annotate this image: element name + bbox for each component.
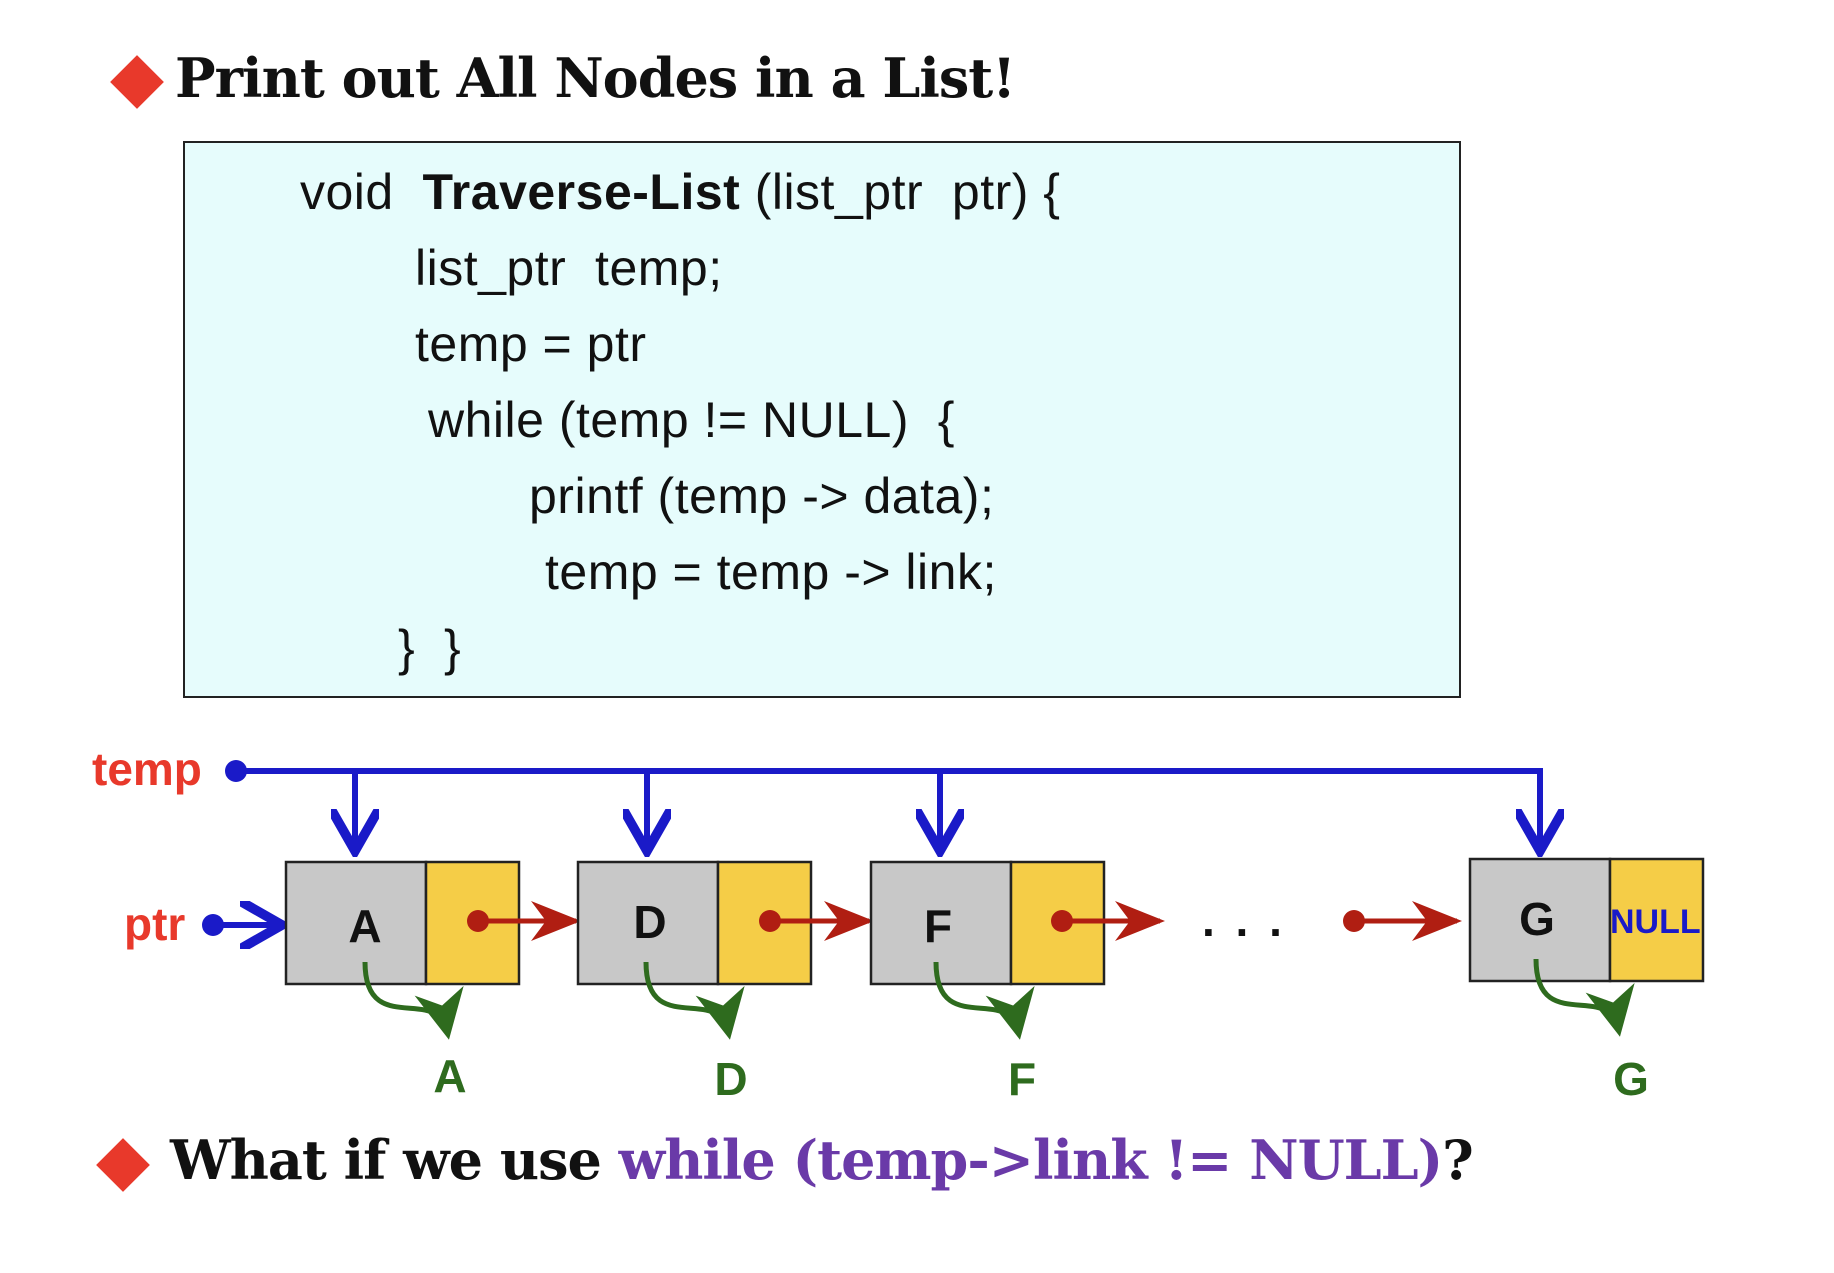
node-g-link xyxy=(1608,857,1705,983)
code-line-2: list_ptr temp; xyxy=(415,240,723,296)
output-arrow-f xyxy=(933,961,1035,1040)
node-f-label: F xyxy=(924,900,952,952)
output-arrow-a xyxy=(362,961,464,1040)
null-label: NULL xyxy=(1610,903,1701,941)
question-code: while (temp->link != NULL) xyxy=(618,1128,1444,1192)
code-line-4: while (temp != NULL) { xyxy=(428,392,955,448)
code-box: void Traverse-List (list_ptr ptr) { list… xyxy=(183,141,1461,698)
code-line-5: printf (temp -> data); xyxy=(529,468,995,524)
question-text: What if we use while (temp->link != NULL… xyxy=(170,1128,1474,1192)
code-line-1: void Traverse-List (list_ptr ptr) { xyxy=(300,164,1061,220)
output-arrow-g xyxy=(1533,958,1635,1037)
node-d-label: D xyxy=(633,896,666,948)
output-g: G xyxy=(1613,1053,1649,1105)
code-line-6: temp = temp -> link; xyxy=(545,544,997,600)
ptr-label: ptr xyxy=(124,898,185,950)
node-g-label: G xyxy=(1519,893,1555,945)
code-line-7: } } xyxy=(398,620,462,676)
page-title: Print out All Nodes in a List! xyxy=(175,46,1016,110)
node-a-label: A xyxy=(348,900,381,952)
node-a-data xyxy=(284,860,428,986)
node-g-data xyxy=(1468,857,1612,983)
output-a: A xyxy=(433,1050,466,1102)
temp-label: temp xyxy=(92,743,202,795)
output-d: D xyxy=(714,1053,747,1105)
temp-bus-line xyxy=(236,768,1540,845)
output-f: F xyxy=(1008,1053,1036,1105)
output-arrow-d xyxy=(643,961,745,1040)
code-line-3: temp = ptr xyxy=(415,316,647,372)
ellipsis-text: . . . xyxy=(1202,894,1286,946)
